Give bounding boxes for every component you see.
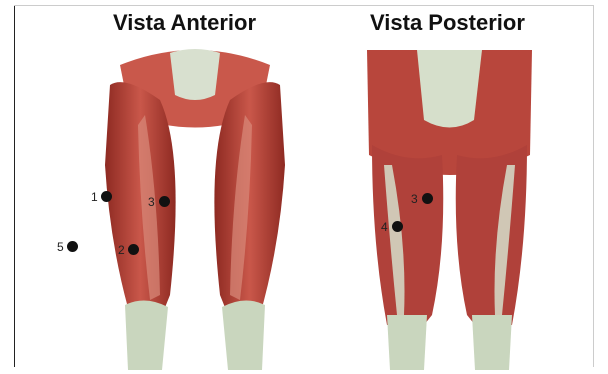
marker-label-posterior-3: 3 [411, 192, 418, 206]
marker-label-anterior-1: 1 [91, 190, 98, 204]
marker-label-anterior-2: 2 [118, 243, 125, 257]
marker-anterior-3 [159, 196, 170, 207]
marker-posterior-3 [422, 193, 433, 204]
frame-top-border [14, 5, 594, 6]
marker-label-anterior-3: 3 [148, 195, 155, 209]
title-posterior: Vista Posterior [370, 10, 525, 36]
marker-posterior-4 [392, 221, 403, 232]
frame-left-border [14, 5, 15, 367]
marker-label-posterior-4: 4 [381, 220, 388, 234]
marker-anterior-5 [67, 241, 78, 252]
title-anterior: Vista Anterior [113, 10, 256, 36]
frame-right-border [593, 5, 594, 367]
posterior-legs-illustration [362, 45, 537, 370]
marker-label-anterior-5: 5 [57, 240, 64, 254]
anterior-legs-illustration [90, 45, 300, 370]
marker-anterior-2 [128, 244, 139, 255]
marker-anterior-1 [101, 191, 112, 202]
